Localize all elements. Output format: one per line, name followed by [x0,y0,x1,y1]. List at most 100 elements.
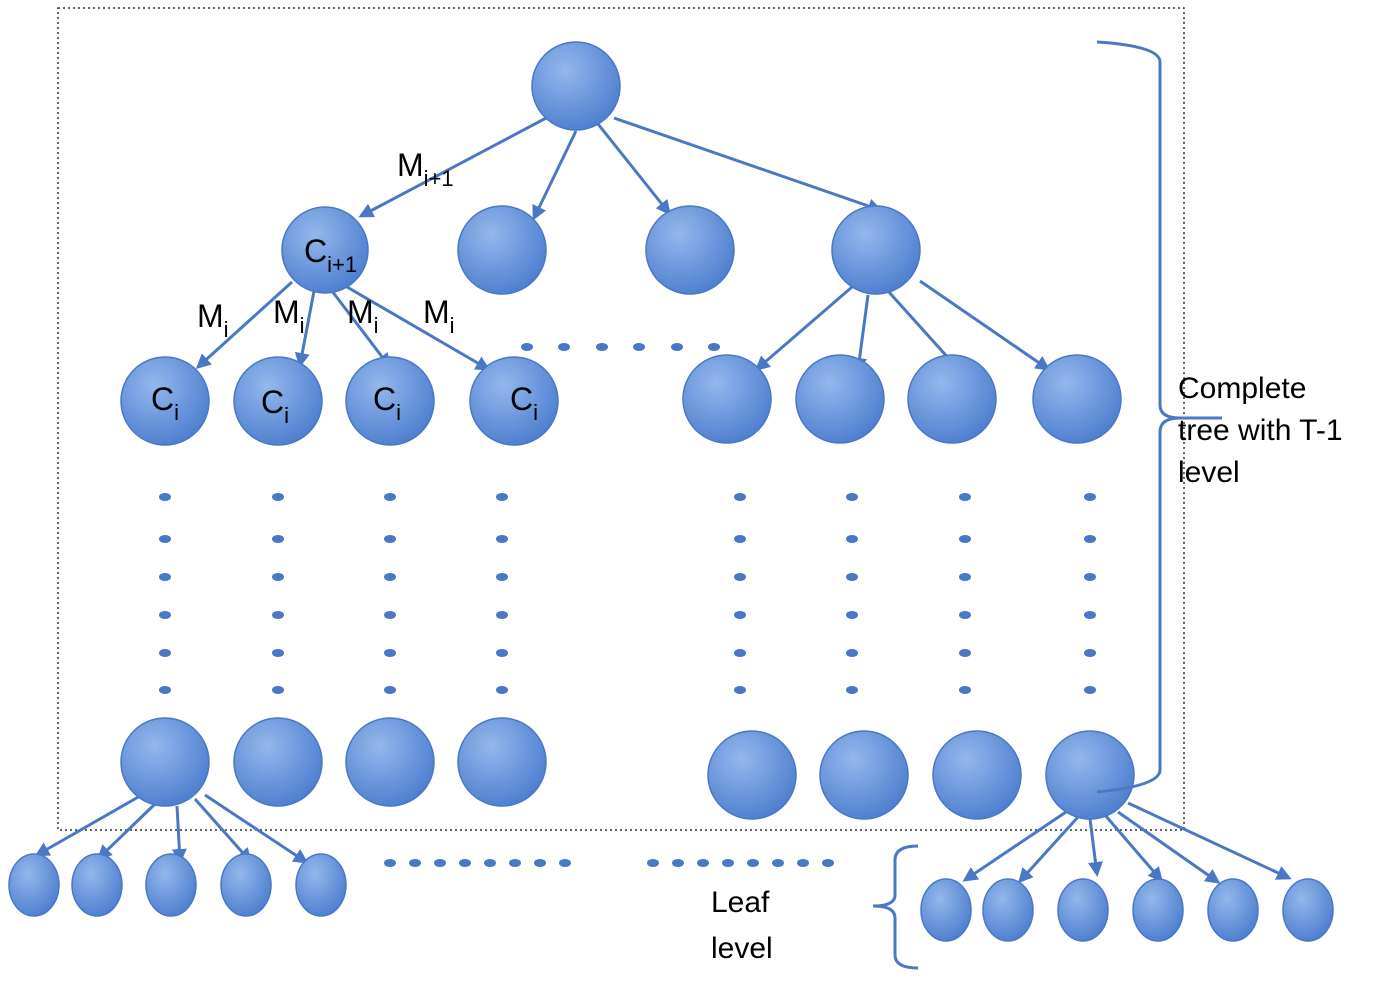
tree-node-a3 [345,356,435,446]
label-m-top-base: M [397,147,424,183]
ellipsis-dot-col-6 [846,611,858,619]
tree-node-r2 [982,878,1034,942]
ellipsis-dot-col-3 [384,573,396,581]
complete-tree-annotation: Complete tree with T-1 level [1178,372,1343,489]
label-m-child-4-sub: i [450,313,455,338]
tree-node-r6 [1282,878,1334,942]
ellipsis-dot-leaf-row-left [459,859,471,867]
ellipsis-dot-col-6 [846,493,858,501]
ellipsis-dot-col-5 [734,649,746,657]
tree-node-d4 [457,717,547,807]
edge-n4-b1 [754,285,853,371]
ellipsis-dot-col-2 [272,535,284,543]
ellipsis-dot-mid-row [521,343,533,351]
ellipsis-dot-col-8 [1084,535,1096,543]
label-c-child-4-base: C [510,381,533,417]
tree-node-n4 [831,205,921,295]
label-c-child-2-base: C [261,384,284,420]
ellipsis-dot-mid-row [633,343,645,351]
ellipsis-dot-leaf-row-left [434,859,446,867]
ellipsis-dot-col-2 [272,649,284,657]
ellipsis-dot-leaf-row-left [509,859,521,867]
tree-node-l3 [145,853,197,917]
label-m-child-4-base: M [423,294,450,330]
label-m-child-3: Mi [347,294,379,338]
svg-text:Mi: Mi [347,294,379,338]
label-c-child-1-base: C [151,381,174,417]
tree-node-e2 [819,730,909,820]
ellipsis-dot-col-6 [846,573,858,581]
ellipsis-dot-col-4 [496,493,508,501]
edge-c1-a2 [294,290,316,368]
ellipsis-dot-col-2 [272,611,284,619]
tree-node-root [531,41,621,131]
edge-d1-l3 [171,805,187,864]
ellipsis-dot-col-7 [959,573,971,581]
ellipsis-dot-col-8 [1084,649,1096,657]
ellipsis-dot-leaf-row-left [484,859,496,867]
tree-nodes [8,41,1334,942]
ellipsis-dot-col-7 [959,535,971,543]
label-m-child-1-sub: i [224,317,229,342]
ellipsis-dot-col-7 [959,493,971,501]
tree-node-b2 [795,354,885,444]
ellipsis-dot-col-6 [846,686,858,694]
ellipsis-dot-col-3 [384,493,396,501]
ellipsis-dot-leaf-row-right [747,859,759,867]
ellipsis-dot-col-3 [384,686,396,694]
edge-d1-l1 [34,794,141,857]
ellipsis-dot-leaf-row-right [647,859,659,867]
svg-text:Mi: Mi [423,294,455,338]
svg-text:Ci: Ci [151,381,179,425]
tree-node-a4 [469,356,559,446]
svg-text:Mi: Mi [273,294,305,338]
tree-node-r5 [1207,878,1259,942]
label-c-child-3-base: C [373,381,396,417]
tree-node-b3 [907,354,997,444]
label-m-child-3-base: M [347,294,374,330]
ellipsis-dot-leaf-row-right [697,859,709,867]
tree-node-d1 [120,717,210,807]
ellipsis-dot-col-1 [159,611,171,619]
tree-node-l4 [220,853,272,917]
complete-tree-frame [57,7,1185,831]
tree-node-b4 [1032,354,1122,444]
label-m-child-4: Mi [423,294,455,338]
ellipsis-dot-leaf-row-left [384,859,396,867]
label-m-child-2: Mi [273,294,305,338]
svg-text:Ci: Ci [510,381,538,425]
leaf-level-brace [872,844,919,970]
ellipsis-dot-leaf-row-right [797,859,809,867]
tree-node-r4 [1132,878,1184,942]
tree-node-e3 [932,730,1022,820]
ellipsis-dot-col-1 [159,573,171,581]
label-c-child-4-sub: i [533,400,538,425]
leaf-level-line-1: Leaf [711,886,770,919]
ellipsis-dot-col-1 [159,493,171,501]
edge-d1-l5 [204,793,309,864]
ellipsis-dot-col-2 [272,573,284,581]
ellipsis-dot-col-8 [1084,686,1096,694]
label-m-child-1: Mi [197,298,229,342]
edge-root-n3 [596,123,671,216]
tree-node-e4 [1045,730,1135,820]
complete-tree-line-1: Complete [1178,372,1306,405]
label-m-child-2-sub: i [300,313,305,338]
edge-n4-b2 [852,294,870,373]
ellipsis-dot-leaf-row-left [559,859,571,867]
node-labels: Ci+1 Ci Ci Ci Ci [151,233,538,428]
svg-text:Ci: Ci [261,384,289,428]
ellipsis-dot-col-3 [384,535,396,543]
ellipsis-dot-col-7 [959,649,971,657]
ellipsis-dot-leaf-row-right [722,859,734,867]
edge-e4-r6 [1127,801,1292,880]
tree-node-r3 [1057,878,1109,942]
edge-root-n2 [532,130,578,221]
edge-e4-r1 [962,810,1067,882]
svg-text:Mi+1: Mi+1 [397,147,454,191]
label-m-child-2-base: M [273,294,300,330]
tree-node-a1 [120,356,210,446]
svg-text:Ci: Ci [373,381,401,425]
label-c-child-1-sub: i [174,400,179,425]
